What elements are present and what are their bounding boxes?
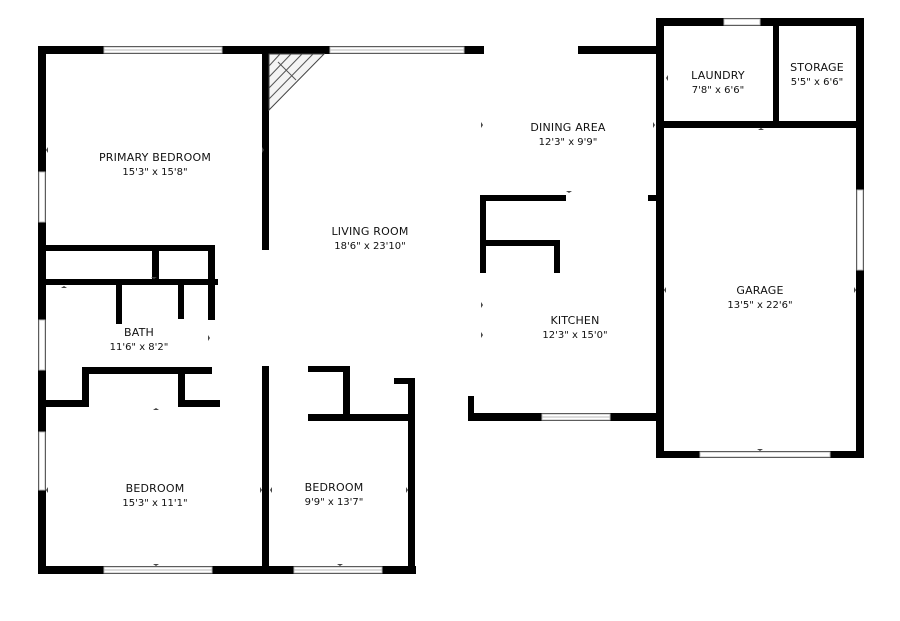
room-name: LAUNDRY xyxy=(691,69,745,82)
stairs xyxy=(268,53,326,112)
room-dimensions: 11'6" x 8'2" xyxy=(110,342,169,353)
room-laundry: LAUNDRY 7'8" x 6'6" xyxy=(691,69,745,96)
room-bedroom-2: BEDROOM 9'9" x 13'7" xyxy=(305,481,364,508)
room-name: STORAGE xyxy=(790,61,844,74)
room-name: PRIMARY BEDROOM xyxy=(99,151,211,164)
room-dimensions: 15'3" x 11'1" xyxy=(122,498,187,509)
door-markers xyxy=(46,75,856,566)
room-name: KITCHEN xyxy=(550,314,599,327)
room-dimensions: 12'3" x 15'0" xyxy=(542,330,607,341)
room-name: BEDROOM xyxy=(305,481,364,494)
room-kitchen: KITCHEN 12'3" x 15'0" xyxy=(542,314,607,341)
room-living-room: LIVING ROOM 18'6" x 23'10" xyxy=(331,225,408,252)
room-dimensions: 18'6" x 23'10" xyxy=(334,241,406,252)
room-dimensions: 9'9" x 13'7" xyxy=(305,497,364,508)
room-storage: STORAGE 5'5" x 6'6" xyxy=(790,61,844,88)
room-dining-area: DINING AREA 12'3" x 9'9" xyxy=(530,121,606,148)
room-name: GARAGE xyxy=(736,284,783,297)
room-dimensions: 15'3" x 15'8" xyxy=(122,167,187,178)
room-primary-bedroom: PRIMARY BEDROOM 15'3" x 15'8" xyxy=(99,151,211,178)
room-dimensions: 5'5" x 6'6" xyxy=(791,77,843,88)
room-garage: GARAGE 13'5" x 22'6" xyxy=(727,284,792,311)
room-dimensions: 13'5" x 22'6" xyxy=(727,300,792,311)
room-bedroom-1: BEDROOM 15'3" x 11'1" xyxy=(122,482,187,509)
room-name: BATH xyxy=(124,326,154,339)
room-name: BEDROOM xyxy=(126,482,185,495)
room-labels: PRIMARY BEDROOM 15'3" x 15'8" LIVING ROO… xyxy=(99,61,844,509)
windows xyxy=(38,18,864,574)
room-bath: BATH 11'6" x 8'2" xyxy=(110,326,169,353)
room-dimensions: 12'3" x 9'9" xyxy=(539,137,598,148)
room-dimensions: 7'8" x 6'6" xyxy=(692,85,744,96)
room-name: DINING AREA xyxy=(530,121,606,134)
room-name: LIVING ROOM xyxy=(331,225,408,238)
